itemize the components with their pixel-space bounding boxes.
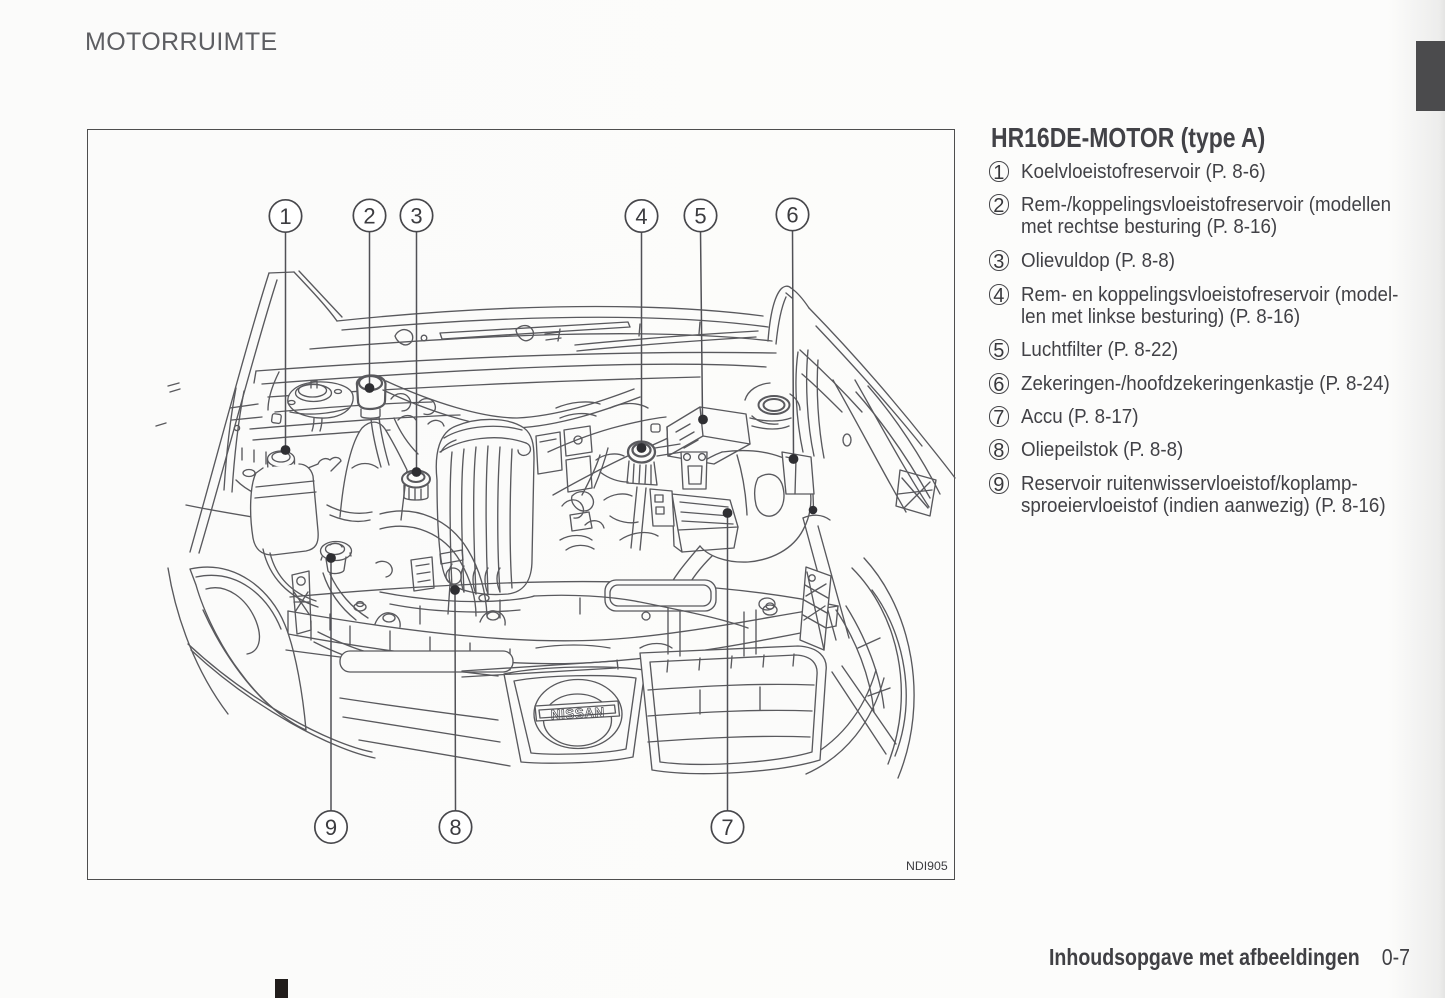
svg-text:8: 8 [449, 815, 461, 840]
svg-text:6: 6 [786, 203, 798, 228]
svg-text:4: 4 [635, 204, 647, 229]
svg-text:1: 1 [279, 204, 291, 229]
svg-text:NISSAN: NISSAN [550, 705, 605, 723]
svg-text:5: 5 [694, 204, 706, 229]
svg-text:9: 9 [325, 815, 337, 840]
svg-text:7: 7 [721, 815, 733, 840]
svg-text:2: 2 [363, 204, 375, 229]
svg-text:3: 3 [410, 204, 422, 229]
